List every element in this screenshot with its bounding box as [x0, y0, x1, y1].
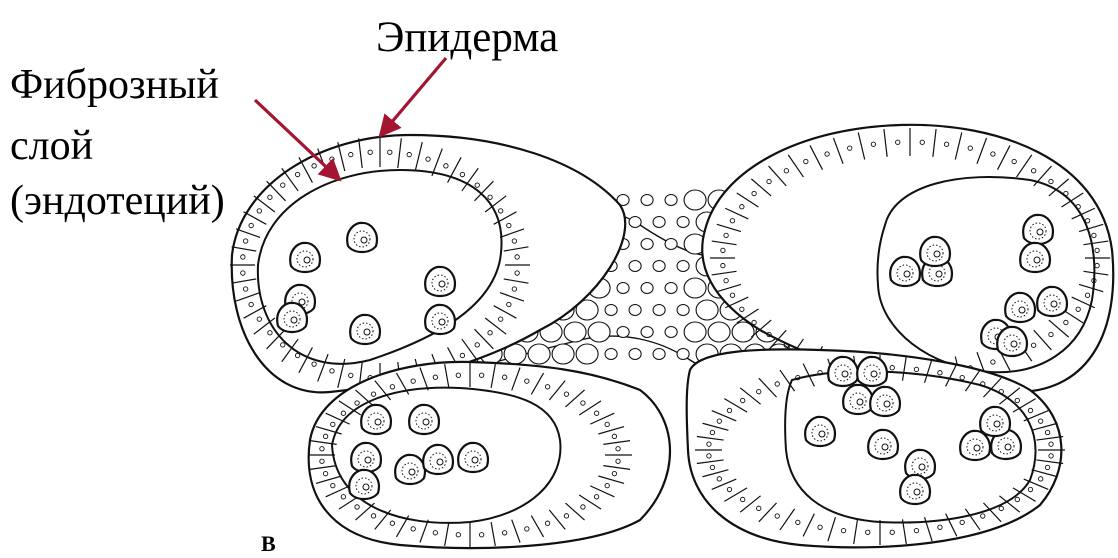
- parenchyma-cell: [629, 349, 641, 360]
- fibrous-layer-label-line2: слой: [10, 125, 93, 167]
- parenchyma-cell: [528, 344, 550, 364]
- pollen-grain: [828, 357, 858, 386]
- parenchyma-cell: [564, 322, 586, 342]
- pollen-grain: [423, 445, 453, 474]
- pollen-grain: [890, 257, 920, 286]
- pollen-grain: [1023, 215, 1053, 244]
- parenchyma-cell: [653, 261, 665, 272]
- parenchyma-cell: [677, 217, 689, 228]
- parenchyma-cell: [677, 261, 689, 272]
- pollen-grain: [277, 303, 307, 332]
- epidermis-label: Эпидерма: [376, 16, 558, 59]
- parenchyma-cell: [677, 305, 689, 316]
- pollen-grain: [857, 357, 887, 386]
- pollen-grain: [920, 237, 950, 266]
- parenchyma-cell: [641, 239, 653, 250]
- parenchyma-cell: [629, 217, 641, 228]
- parenchyma-cell: [588, 322, 610, 342]
- parenchyma-cell: [708, 322, 730, 342]
- parenchyma-cell: [617, 283, 629, 294]
- panel-letter: В: [261, 533, 276, 555]
- parenchyma-cell: [641, 195, 653, 206]
- pollen-grain: [1020, 243, 1050, 272]
- parenchyma-cell: [665, 327, 677, 338]
- pollen-grain: [361, 405, 391, 434]
- parenchyma-cell: [605, 305, 617, 316]
- parenchyma-cell: [665, 283, 677, 294]
- pollen-grain: [1005, 293, 1035, 322]
- parenchyma-cell: [629, 261, 641, 272]
- pollen-grain: [409, 405, 439, 434]
- parenchyma-cell: [605, 349, 617, 360]
- pollen-grain: [347, 223, 377, 252]
- parenchyma-cell: [576, 344, 598, 364]
- pollen-grain: [350, 315, 380, 344]
- fibrous-layer-label-line1: Фиброзный: [10, 64, 219, 106]
- parenchyma-cell: [684, 322, 706, 342]
- pollen-grain: [351, 443, 381, 472]
- pollen-grain: [900, 475, 930, 504]
- pollen-grain: [1037, 287, 1067, 316]
- parenchyma-cell: [653, 349, 665, 360]
- pollen-grain: [395, 455, 425, 484]
- parenchyma-cell: [617, 327, 629, 338]
- parenchyma-cell: [629, 305, 641, 316]
- pollen-grain: [458, 443, 488, 472]
- epidermis-arrow: [380, 58, 446, 136]
- pollen-grain: [843, 385, 873, 414]
- parenchyma-cell: [641, 327, 653, 338]
- parenchyma-cell: [684, 190, 706, 210]
- parenchyma-cell: [665, 195, 677, 206]
- parenchyma-cell: [552, 344, 574, 364]
- parenchyma-cell: [653, 217, 665, 228]
- parenchyma-cell: [653, 305, 665, 316]
- parenchyma-cell: [684, 278, 706, 298]
- pollen-grain: [805, 417, 835, 446]
- fibrous-layer-label-line3: (эндотеций): [10, 180, 225, 222]
- parenchyma-cell: [665, 239, 677, 250]
- pollen-grain: [425, 267, 455, 296]
- pollen-grain: [960, 431, 990, 460]
- parenchyma-cell: [641, 283, 653, 294]
- pollen-grain: [868, 430, 898, 459]
- pollen-grain: [980, 407, 1010, 436]
- pollen-grain: [349, 470, 379, 499]
- parenchyma-cell: [696, 300, 718, 320]
- pollen-grain: [425, 305, 455, 334]
- pollen-grain: [290, 243, 320, 272]
- parenchyma-cell: [677, 349, 689, 360]
- pollen-grain: [870, 387, 900, 416]
- pollen-grain: [997, 327, 1027, 356]
